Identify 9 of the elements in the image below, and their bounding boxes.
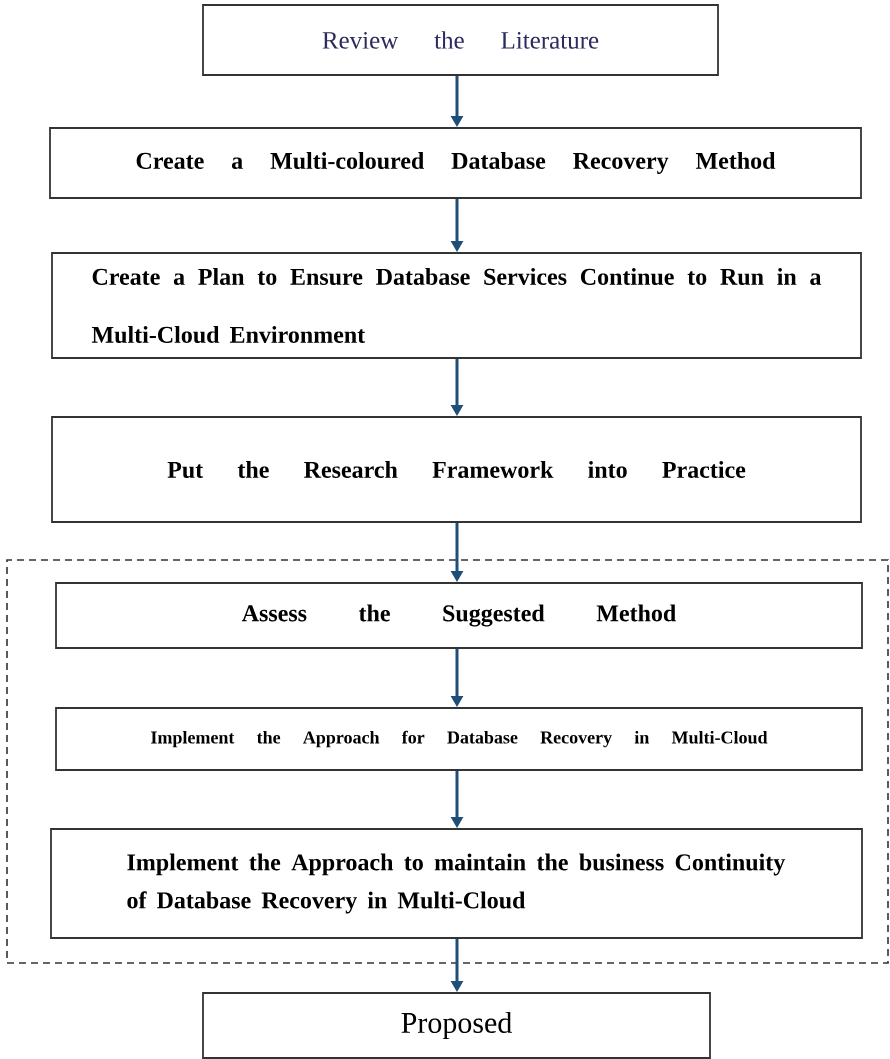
process-box: Implement the Approach for Database Recovery in Multi-Cloud: [55, 707, 863, 771]
process-box: Create a Plan to Ensure Database Services Continue to Run in a Multi-Cloud Environment: [51, 252, 862, 359]
dashed-group-frame: [6, 559, 889, 964]
process-box: Put the Research Framework into Practice: [51, 416, 862, 523]
process-box: Assess the Suggested Method: [55, 582, 863, 649]
process-box: Create a Multi-coloured Database Recovery Method: [49, 127, 862, 199]
process-box: Review the Literature: [202, 4, 719, 76]
process-box: Proposed: [202, 992, 711, 1059]
process-box: Implement the Approach to maintain the business Continuity of Database Recovery in Multi-Cloud: [50, 828, 863, 939]
